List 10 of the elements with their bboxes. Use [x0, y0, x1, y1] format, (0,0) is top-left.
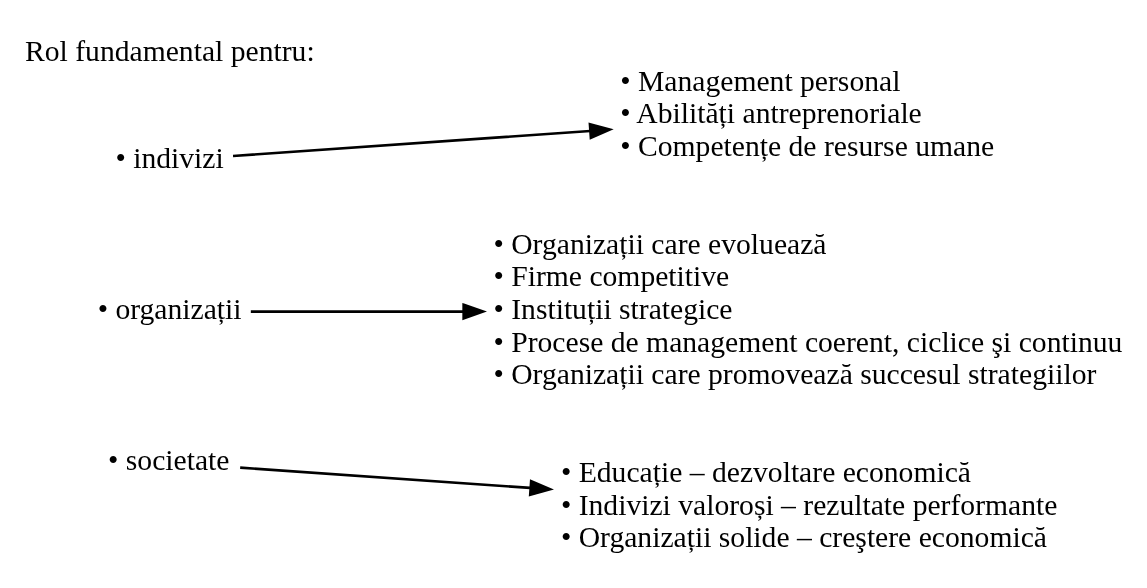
arrow	[240, 465, 554, 496]
node-text: • societate	[108, 443, 230, 476]
arrow	[250, 302, 487, 320]
label: Rol fundamental pentru:	[25, 34, 315, 67]
node-text: • Management personal • Abilități antreprenoriale • Competențe de resurse umane	[620, 64, 995, 162]
arrow	[232, 121, 614, 157]
node-text: • organizații	[97, 292, 242, 325]
node-text: • Organizații care evoluează • Firme competitive • Instituții strategice • Procese de management coerent, ciclice şi continuu • Organizații care promovează succesul strategiilor	[493, 227, 1123, 390]
node-text: • Educație – dezvoltare economică • Indivizi valoroși – rezultate performante • Organizații solide – creştere economică	[560, 455, 1058, 553]
node-text: • indivizi	[115, 141, 224, 174]
